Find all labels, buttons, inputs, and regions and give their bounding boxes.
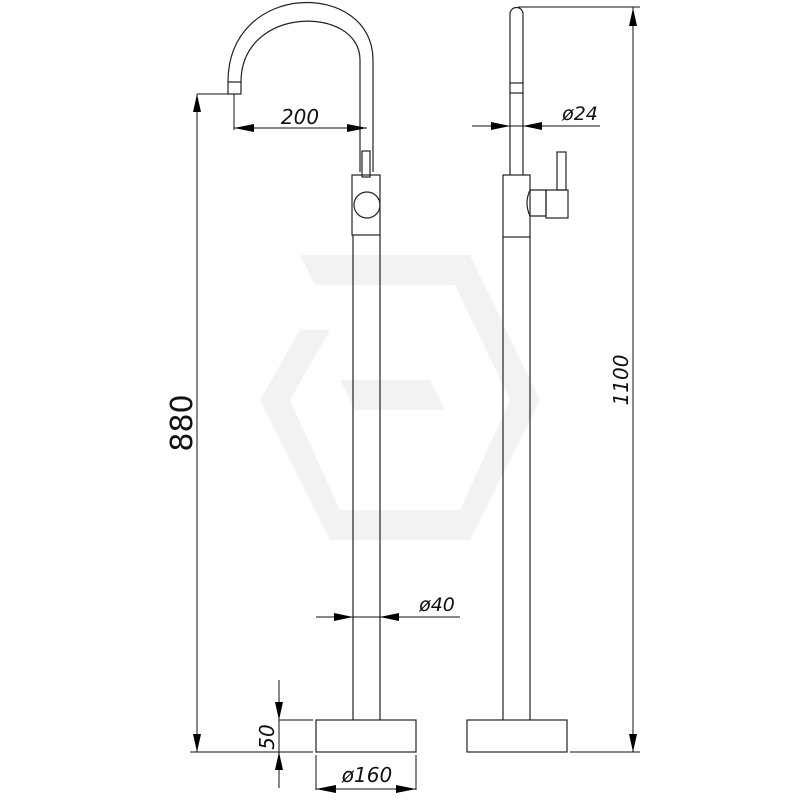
watermark-logo — [260, 255, 540, 540]
dimension-200: 200 — [233, 94, 367, 132]
label-dia40: ø40 — [418, 594, 455, 616]
label-200: 200 — [281, 105, 319, 129]
side-lever — [556, 151, 567, 191]
front-view — [227, 1, 417, 753]
dimension-880: 880 — [165, 93, 313, 753]
base — [315, 719, 417, 753]
side-body — [502, 174, 531, 238]
dimension-1100: 1100 — [518, 6, 640, 753]
spout-tip — [227, 81, 242, 95]
spout-outer — [227, 1, 374, 172]
side-view — [466, 6, 569, 753]
dimension-dia24: ø24 — [472, 103, 600, 130]
knob — [353, 191, 381, 219]
lever — [361, 150, 371, 178]
body-block — [351, 174, 381, 236]
spout-inner — [240, 20, 361, 172]
label-1100: 1100 — [609, 355, 633, 406]
label-880: 880 — [165, 394, 200, 451]
dimension-dia40: ø40 — [316, 594, 460, 621]
label-dia160: ø160 — [341, 763, 392, 787]
side-base — [466, 719, 568, 753]
label-dia24: ø24 — [561, 103, 598, 125]
dimension-dia160: ø160 — [315, 755, 417, 793]
side-handle — [526, 189, 547, 217]
label-50: 50 — [255, 724, 279, 749]
side-spout — [509, 6, 524, 175]
dimension-50: 50 — [255, 680, 313, 788]
